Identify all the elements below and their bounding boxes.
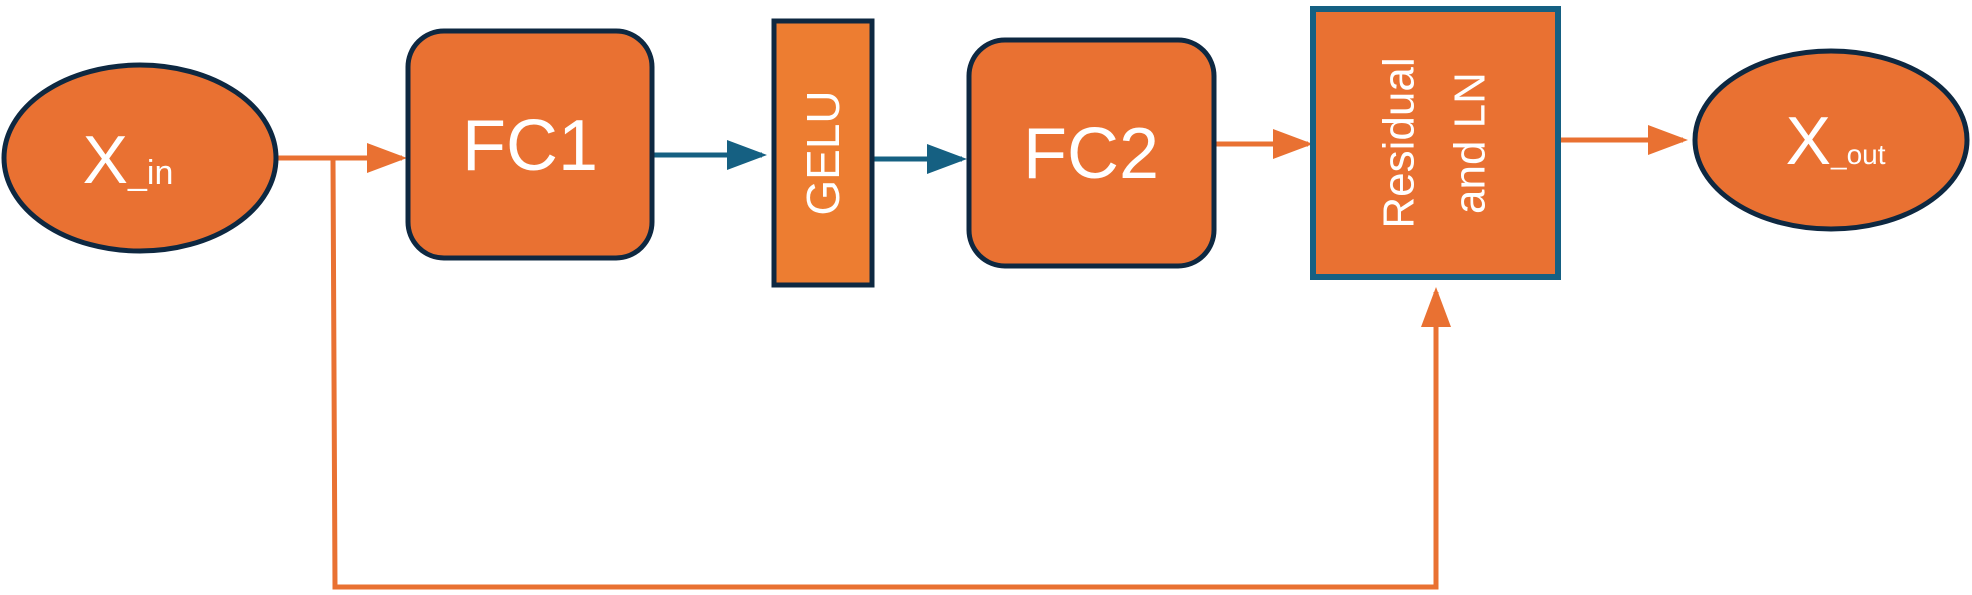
gelu-label: GELU (797, 90, 849, 215)
x-out-subscript-label: _out (1830, 139, 1886, 170)
node-x-in: X _in (1, 62, 279, 254)
node-x-out: X _out (1692, 48, 1970, 232)
edge-skip-connection (330, 159, 1451, 590)
node-gelu: GELU (771, 18, 875, 288)
node-residual-ln: Residual and LN (1310, 6, 1561, 280)
fc1-label: FC1 (462, 106, 598, 186)
x-in-main-label: X (83, 122, 128, 198)
x-out-main-label: X (1786, 103, 1831, 179)
node-fc2: FC2 (966, 37, 1217, 269)
x-in-subscript-label: _in (127, 154, 173, 192)
fc2-label: FC2 (1023, 114, 1159, 194)
residual-ln-label-line2: and LN (1446, 72, 1495, 214)
node-fc1: FC1 (405, 28, 655, 261)
residual-ln-label-line1: Residual (1375, 57, 1424, 228)
